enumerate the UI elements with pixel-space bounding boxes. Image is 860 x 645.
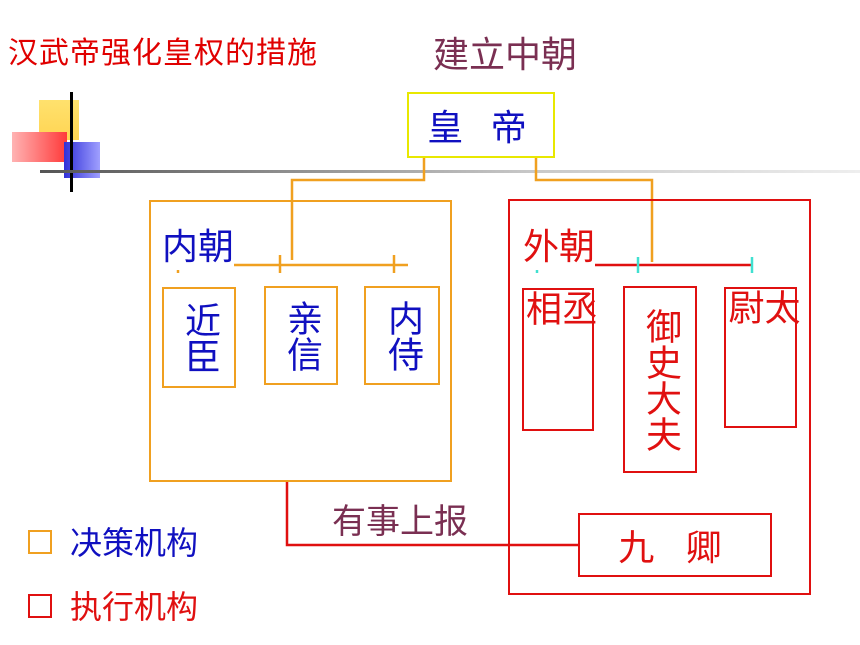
emperor-label: 皇 帝 bbox=[427, 108, 535, 149]
emperor-to-outer-line bbox=[534, 158, 654, 262]
outer-member-box: 丞相 bbox=[520, 288, 597, 431]
inner-member-box: 近臣 bbox=[162, 287, 236, 388]
legend-red-swatch bbox=[28, 594, 52, 618]
outer-member-label: 太尉 bbox=[722, 289, 800, 359]
outer-court-label: 外朝 bbox=[523, 218, 596, 270]
legend-execution-label: 执行机构 bbox=[70, 588, 199, 626]
report-line bbox=[285, 482, 578, 547]
nine-ministers-box: 九 卿 bbox=[578, 513, 772, 577]
slide-subtitle: 建立中朝 bbox=[433, 35, 578, 76]
inner-member-label: 亲信 bbox=[281, 299, 322, 372]
emperor-to-inner-line bbox=[290, 158, 426, 260]
inner-member-label: 近臣 bbox=[179, 301, 220, 374]
slide-title: 汉武帝强化皇权的措施 bbox=[8, 36, 318, 71]
inner-member-box: 内侍 bbox=[364, 286, 440, 385]
legend-orange-swatch bbox=[28, 530, 52, 554]
inner-court-box bbox=[149, 200, 452, 482]
emperor-box: 皇 帝 bbox=[407, 92, 555, 158]
report-label: 有事上报 bbox=[332, 502, 468, 542]
legend-decision-label: 决策机构 bbox=[70, 524, 199, 562]
outer-court-box bbox=[508, 199, 811, 595]
outer-member-box: 太尉 bbox=[722, 287, 800, 428]
inner-member-label: 内侍 bbox=[382, 299, 423, 372]
outer-member-label: 丞相 bbox=[520, 290, 597, 360]
corner-ornament bbox=[0, 90, 860, 200]
inner-court-label: 内朝 bbox=[162, 218, 235, 270]
inner-member-box: 亲信 bbox=[264, 286, 338, 385]
outer-member-label: 御史大夫 bbox=[640, 307, 681, 452]
outer-member-box: 御史大夫 bbox=[623, 286, 697, 473]
legend: 决策机构 执行机构 bbox=[26, 518, 286, 628]
nine-ministers-label: 九 卿 bbox=[618, 528, 732, 569]
